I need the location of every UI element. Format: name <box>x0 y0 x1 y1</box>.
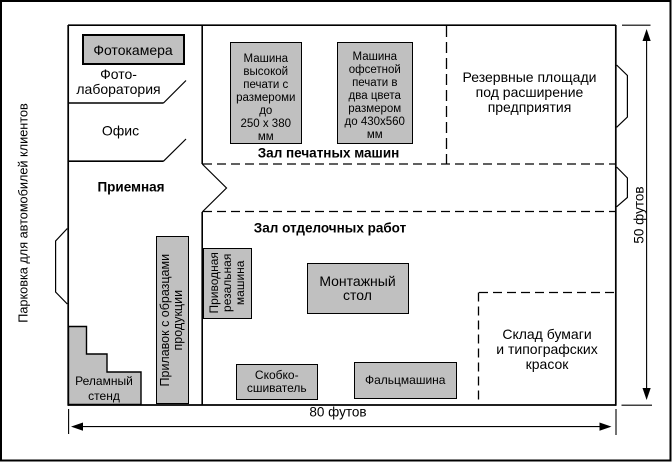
cutting-machine-box: Приводная резальная машина <box>206 252 247 314</box>
photo-lab-door <box>163 80 187 104</box>
height-dimension-label: 50 футов <box>631 186 647 244</box>
ad-stand-shape <box>67 325 142 406</box>
width-dimension-label: 80 футов <box>309 404 367 420</box>
stapler-box: Скобко- сшиватель <box>246 367 307 395</box>
arrow-up-icon <box>642 29 651 41</box>
letterpress-machine-box: Машина высокой печати с размероми до 250… <box>236 53 296 143</box>
door-right-top <box>616 64 628 128</box>
door-swings <box>55 64 628 305</box>
hall-passage-mark <box>201 163 228 213</box>
samples-counter-box: Прилавок с образцами продукции <box>158 253 186 387</box>
interior-walls <box>68 25 203 405</box>
arrow-down-icon <box>642 388 651 400</box>
door-right-middle <box>616 166 628 208</box>
parking-label: Парковка для автомобилей клиентов <box>15 103 30 323</box>
office-door <box>163 138 187 162</box>
printing-hall-label: Зал печатных машин <box>257 145 400 161</box>
photo-lab-label: Фото- лаборатория <box>76 65 161 97</box>
dashed-partitions <box>203 26 616 405</box>
mounting-table-box: Монтажный стол <box>319 272 396 304</box>
offset-machine-box: Машина офсетной печати в два цвета разме… <box>344 50 405 141</box>
folding-machine-box: Фальцмашина <box>365 372 446 387</box>
ad-stand-label: Реламный стенд <box>75 373 133 403</box>
door-leaves <box>163 80 228 213</box>
dimension-lines <box>68 24 652 435</box>
arrow-right-icon <box>599 422 612 431</box>
entrance-door-left <box>55 228 68 305</box>
arrow-left-icon <box>71 422 83 431</box>
reception-label: Приемная <box>97 178 165 194</box>
dimension-arrowheads <box>71 29 651 431</box>
photo-camera-box: Фотокамера <box>93 41 173 58</box>
reserve-area-label: Резервные площади под расширение предпри… <box>462 69 597 116</box>
paper-warehouse-label: Склад бумаги и типографских красок <box>496 325 598 373</box>
finishing-hall-label: Зал отделочных работ <box>253 220 407 236</box>
office-label: Офис <box>101 122 140 139</box>
